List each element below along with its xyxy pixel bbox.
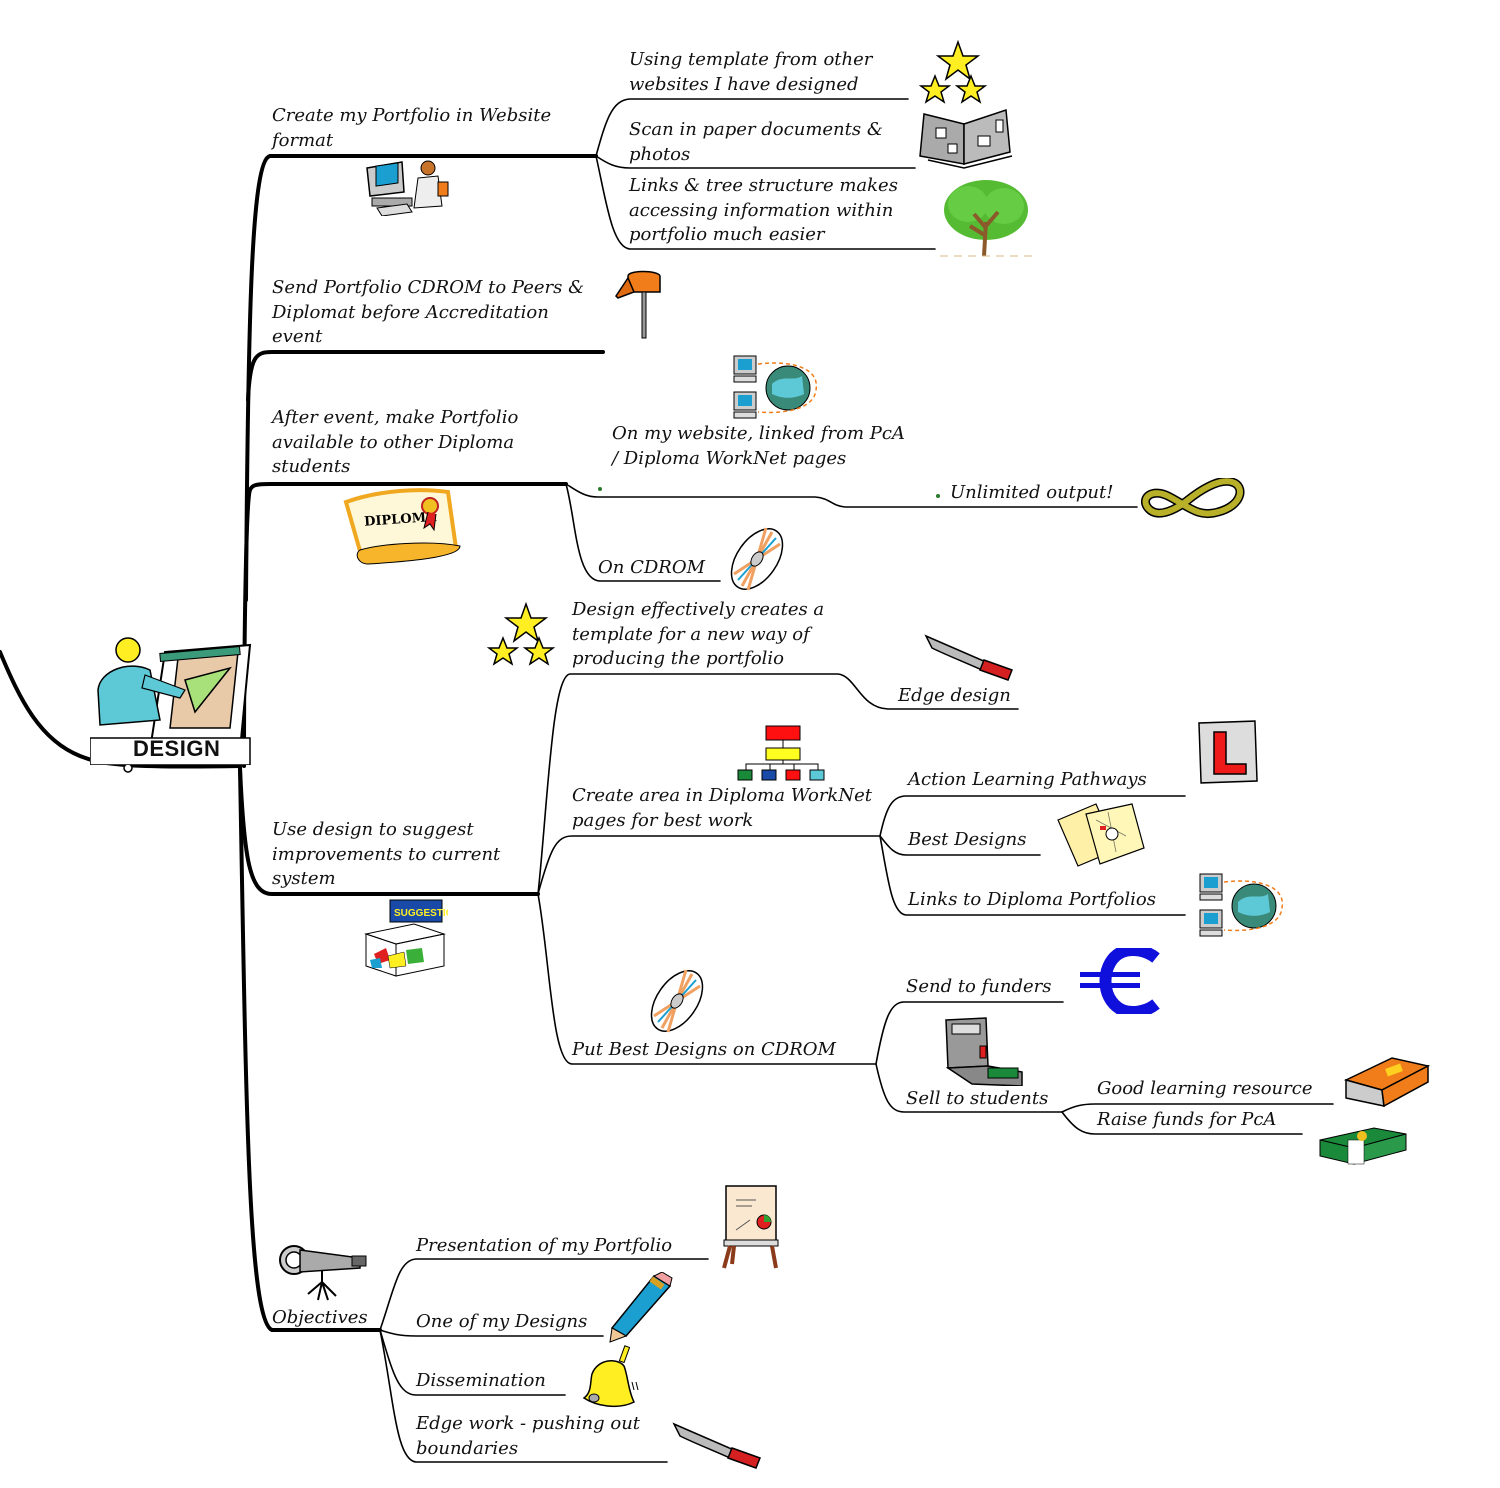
subtopic-good-learning-resource[interactable]: Good learning resource	[1097, 1078, 1313, 1099]
draftsman-at-drawing-board-icon	[90, 637, 252, 765]
pencil-icon	[609, 1272, 673, 1343]
topic-after-event[interactable]: After event, make Portfolio available to…	[272, 407, 519, 477]
connector-5-4	[379, 1329, 668, 1463]
connector-1-2	[595, 155, 916, 169]
connector-4-3-2-2	[1061, 1111, 1303, 1135]
note-marker-icon	[936, 494, 940, 498]
cd-icon	[650, 969, 704, 1033]
mailbox-icon	[615, 270, 661, 339]
subtopic-dissemination[interactable]: Dissemination	[416, 1370, 546, 1391]
subtopic-put-best-designs-cdrom[interactable]: Put Best Designs on CDROM	[572, 1039, 836, 1060]
network-globe-icon	[1199, 873, 1284, 937]
diploma-scroll-icon: DIPLOMA	[343, 488, 461, 565]
subtopic-links-tree[interactable]: Links & tree structure makes accessing i…	[629, 175, 898, 245]
connector-branch-5	[238, 766, 382, 1332]
subtopic-edge-work[interactable]: Edge work - pushing out boundaries	[416, 1413, 641, 1459]
knife-icon	[924, 634, 1013, 681]
topic-objectives[interactable]: Objectives	[272, 1307, 368, 1328]
cd-icon	[730, 527, 784, 591]
subtopic-design-effectively[interactable]: Design effectively creates a template fo…	[572, 599, 825, 669]
tree-icon	[940, 180, 1032, 257]
telescope-icon	[279, 1245, 367, 1301]
connector-4-1	[537, 673, 1019, 895]
connector-node-dot	[123, 763, 133, 773]
subtopic-one-of-my-designs[interactable]: One of my Designs	[416, 1311, 588, 1332]
connector-4-2-3	[879, 835, 1186, 916]
flipchart-icon	[722, 1185, 779, 1269]
connector-4-2-1	[879, 795, 1186, 837]
connector-5-2	[379, 1329, 604, 1337]
connector-1-1	[595, 98, 909, 157]
connector-branch-2	[246, 350, 605, 402]
learner-plate-icon	[1198, 720, 1258, 784]
subtopic-raise-funds[interactable]: Raise funds for PcA	[1097, 1109, 1277, 1130]
subtopic-links-diploma-portfolios[interactable]: Links to Diploma Portfolios	[908, 889, 1156, 910]
newspaper-icon	[919, 108, 1013, 169]
subtopic-presentation[interactable]: Presentation of my Portfolio	[416, 1235, 673, 1256]
central-topic-label[interactable]: DESIGN	[133, 736, 221, 761]
connector-4-3	[537, 893, 877, 1065]
maps-icon	[1057, 803, 1145, 867]
subtopic-on-my-website[interactable]: On my website, linked from PcA / Diploma…	[612, 423, 905, 469]
subtopic-edge-design[interactable]: Edge design	[898, 685, 1011, 706]
connector-5-3	[379, 1329, 566, 1396]
book-icon	[1343, 1057, 1431, 1108]
connector-4-3-1	[875, 1001, 1064, 1065]
connector-1-3	[595, 155, 936, 250]
topic-use-design-suggest[interactable]: Use design to suggest improvements to cu…	[272, 819, 501, 889]
stars-icon	[486, 602, 556, 666]
org-chart-icon	[737, 725, 825, 781]
network-globe-icon	[733, 355, 818, 419]
stars-icon	[918, 40, 988, 104]
subtopic-scan-documents[interactable]: Scan in paper documents & photos	[629, 119, 883, 165]
money-stack-icon	[1319, 1127, 1407, 1165]
subtopic-unlimited-output[interactable]: Unlimited output!	[950, 482, 1114, 503]
svg-text:DIPLOMA: DIPLOMA	[364, 510, 438, 530]
connector-3-1	[565, 483, 1138, 508]
subtopic-create-area-worknet[interactable]: Create area in Diploma WorkNet pages for…	[572, 785, 872, 831]
euro-icon	[1080, 948, 1160, 1014]
connector-parent-curve	[0, 650, 242, 769]
note-marker-icon	[598, 487, 602, 491]
subtopic-action-learning[interactable]: Action Learning Pathways	[908, 769, 1147, 790]
subtopic-using-template[interactable]: Using template from other websites I hav…	[629, 49, 873, 95]
infinity-icon	[1141, 478, 1245, 518]
connector-5-1	[379, 1258, 709, 1331]
person-at-computer-icon	[366, 160, 449, 216]
cash-register-icon	[945, 1017, 1023, 1086]
knife-icon	[672, 1422, 761, 1469]
connector-4-3-2	[875, 1063, 1063, 1113]
suggestion-sign-text: SUGGESTION	[394, 908, 448, 919]
subtopic-best-designs[interactable]: Best Designs	[908, 829, 1027, 850]
topic-create-portfolio-website[interactable]: Create my Portfolio in Website format	[272, 105, 552, 151]
connector-branch-1	[244, 154, 598, 602]
connector-3-2	[565, 483, 721, 582]
subtopic-on-cdrom[interactable]: On CDROM	[598, 557, 706, 578]
bell-icon	[582, 1345, 639, 1408]
connector-4-2-2	[879, 835, 1041, 856]
subtopic-send-to-funders[interactable]: Send to funders	[906, 976, 1052, 997]
connector-4-2	[537, 835, 881, 895]
subtopic-sell-to-students[interactable]: Sell to students	[906, 1088, 1049, 1109]
connector-4-3-2-1	[1061, 1103, 1334, 1113]
topic-send-portfolio-cdrom[interactable]: Send Portfolio CDROM to Peers & Diplomat…	[272, 277, 585, 347]
suggestion-box-icon: SUGGESTION	[364, 899, 448, 977]
